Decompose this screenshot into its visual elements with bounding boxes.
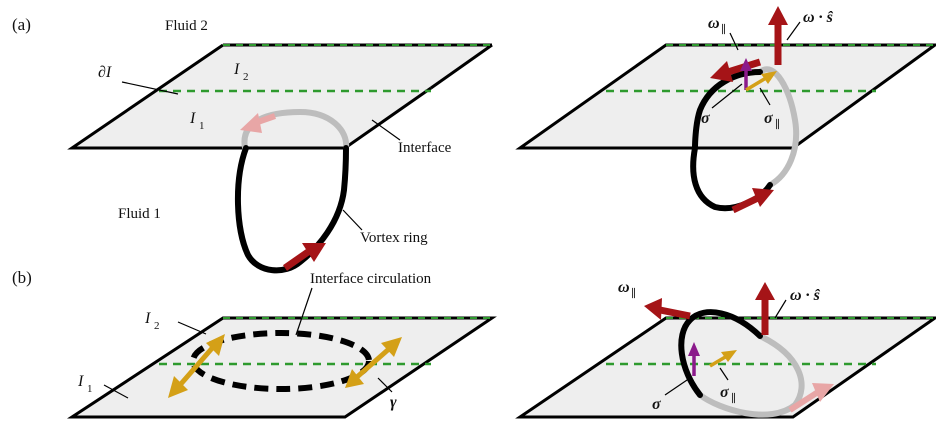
fluid-1-label: Fluid 1 (118, 206, 161, 222)
omega-parallel-symbol: ω (708, 15, 720, 32)
panel-a-label: (a) (12, 15, 31, 34)
sigma-parallel-subscript-b: ∥ (731, 392, 736, 405)
omega-parallel-subscript-b: ∥ (631, 287, 636, 300)
region-I2-subscript-b: 2 (154, 320, 160, 332)
sigma-parallel-label-b: σ ∥ (720, 384, 736, 405)
gamma-arrow-left (178, 344, 216, 387)
omega-dot-s-arrowhead (768, 6, 788, 25)
leader-omega-parallel (729, 32, 739, 51)
omega-parallel-label: ω ∥ (708, 15, 726, 36)
sigma-parallel-symbol: σ (764, 110, 773, 127)
interface-circulation-label: Interface circulation (310, 271, 432, 287)
sigma-arrowhead-b (688, 342, 700, 356)
panel-b-right: ω ∥ ω · ŝ σ σ ∥ (515, 279, 936, 419)
sigma-parallel-subscript: ∥ (775, 118, 780, 131)
leader-vortex (342, 209, 363, 231)
region-I2-label: I 2 (233, 61, 249, 83)
gamma-arrow-right (355, 346, 392, 379)
omega-parallel-label-b: ω ∥ (618, 279, 636, 300)
leader-sigma (711, 83, 743, 109)
panel-a-left: (a) Fluid 2 Fluid 1 ∂I Interface Vortex … (12, 15, 493, 274)
vortex-arrow-bottom-head-a-right (752, 188, 774, 207)
interface-plane-b-right (520, 318, 935, 417)
leader-sigma-parallel-b (719, 367, 729, 381)
sigma-arrowhead (740, 58, 752, 71)
vortex-arrow-bottom-a-right (731, 194, 760, 214)
region-I1-letter: I (189, 110, 196, 127)
plane-edge-b-left (66, 316, 497, 419)
panel-b-left: (b) Interface circulation I 2 I 1 γ (12, 268, 497, 419)
omega-parallel-arrowhead (710, 61, 733, 82)
vortex-arrow-faded-head (240, 113, 262, 133)
sigma-parallel-label: σ ∥ (764, 110, 780, 131)
leader-sigma-b (664, 377, 691, 396)
gamma-label: γ (390, 394, 397, 411)
vortex-ring-lower (234, 145, 349, 274)
leader-sigma-parallel (759, 87, 771, 106)
leader-interface (371, 119, 401, 141)
fluid-2-label: Fluid 2 (165, 18, 208, 34)
region-I1-subscript: 1 (199, 120, 205, 132)
leader-I1 (103, 384, 129, 399)
region-I1-subscript-b: 1 (87, 383, 93, 395)
omega-dot-s-arrowhead-b (755, 282, 775, 300)
interface-plane (72, 45, 492, 148)
gamma-arrowhead-left-2 (206, 334, 225, 356)
sigma-parallel-symbol-b: σ (720, 384, 729, 401)
sigma-parallel-arrowhead-b (721, 350, 737, 362)
region-I2-subscript: 2 (243, 71, 249, 83)
panel-a-right: ω ∥ ω · ŝ σ σ ∥ (515, 6, 936, 214)
leader-I2 (177, 321, 207, 335)
vortex-ring-label: Vortex ring (360, 230, 428, 246)
vortex-ring-dark-b-right (678, 309, 763, 398)
sigma-label: σ (701, 110, 710, 127)
sigma-label-b: σ (652, 396, 661, 413)
omega-dot-s-label-b: ω · ŝ (790, 287, 821, 304)
interface-plane-a-right (520, 45, 935, 148)
leader-gamma (377, 377, 393, 393)
vortex-arrow-head (302, 243, 326, 262)
omega-parallel-symbol-b: ω (618, 279, 630, 296)
plane-edge-left (67, 43, 432, 150)
omega-parallel-arrowhead-b (644, 298, 662, 320)
panel-b-label: (b) (12, 268, 32, 287)
leader-omega-dot-s (786, 21, 801, 41)
gamma-arrowhead-right-1 (381, 337, 402, 357)
boundary-label: ∂I (98, 64, 112, 81)
plane-edge-b-right (515, 316, 936, 419)
region-I1-label-b: I 1 (77, 373, 93, 395)
leader-boundary (121, 81, 179, 95)
leader-circulation (295, 287, 313, 336)
region-I2-letter-b: I (144, 310, 151, 327)
vortex-ring-dark-upper-a-right (692, 69, 763, 151)
region-I1-letter-b: I (77, 373, 84, 390)
region-I2-letter: I (233, 61, 240, 78)
sigma-parallel-arrow (745, 76, 767, 92)
plane-edge-right-upper (430, 43, 493, 90)
interface-label: Interface (398, 140, 452, 156)
region-I1-label: I 1 (189, 110, 205, 132)
vortex-arrow-faded-b-right (788, 389, 820, 413)
omega-parallel-arrow-b (659, 306, 691, 320)
omega-parallel-subscript: ∥ (721, 23, 726, 36)
vortex-arrow (283, 249, 310, 271)
region-I2-label-b: I 2 (144, 310, 160, 332)
leader-omega-dot-s-b (774, 299, 787, 319)
sigma-parallel-arrow-b (709, 354, 728, 368)
gamma-arrowhead-left-1 (168, 376, 188, 398)
vortex-arrow-faded-head-b-right (812, 383, 834, 402)
interface-circulation-loop (190, 330, 372, 392)
gamma-arrowhead-right-2 (345, 369, 364, 388)
omega-dot-s-label: ω · ŝ (803, 9, 834, 26)
sigma-parallel-arrowhead (761, 71, 777, 84)
vortex-ring-light-a-right (757, 66, 800, 188)
